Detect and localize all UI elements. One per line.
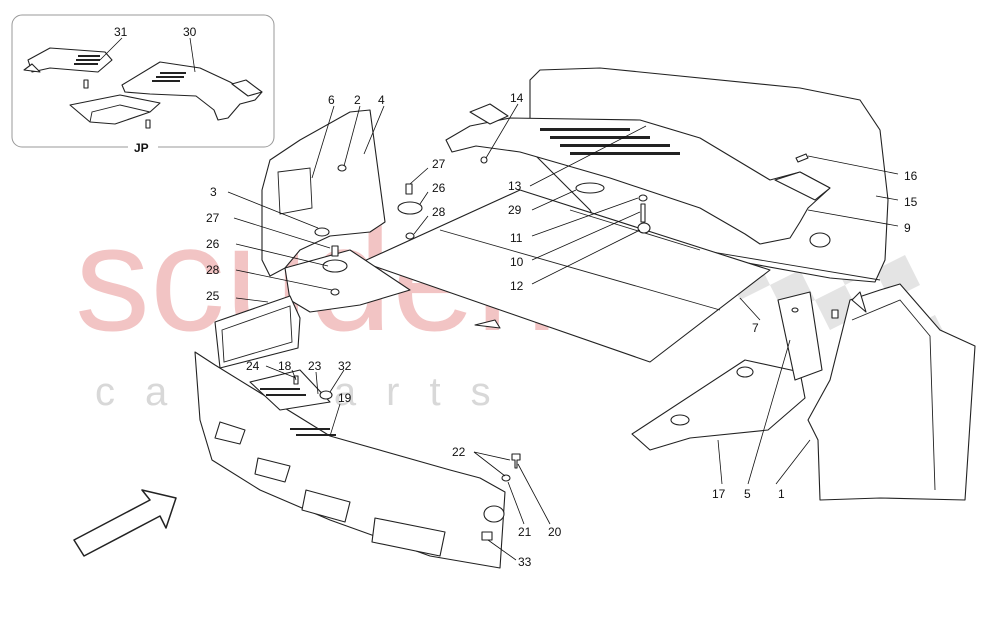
callout-27-left: 27 [206,211,220,225]
callout-20: 20 [548,525,562,539]
callout-21: 21 [518,525,532,539]
callout-27-right: 27 [432,157,446,171]
washer-28-mid [330,288,340,296]
part-6-left-trim [261,109,386,277]
callout-29: 29 [508,203,522,217]
fastener-33 [481,531,493,541]
part-25-vent [214,295,301,369]
callout-1: 1 [778,487,785,501]
callout-11: 11 [510,231,523,245]
callout-14: 14 [510,91,524,105]
callout-7: 7 [752,321,759,335]
leader-lines [227,103,899,561]
callout-23: 23 [308,359,322,373]
callout-9: 9 [904,221,911,235]
callout-33: 33 [518,555,532,569]
callout-5: 5 [744,487,751,501]
grommet-12 [637,222,651,234]
callout-28-right: 28 [432,205,446,219]
part-7-floor-mat [361,189,771,363]
shelf-grille [540,128,680,155]
washer-26-top [397,201,423,215]
pin-10 [640,203,646,223]
callout-16: 16 [904,169,918,183]
callout-28-left: 28 [206,263,220,277]
part-5-cover [777,291,823,381]
callout-31: 31 [114,25,128,39]
washer-21 [501,474,511,482]
screw-22 [511,453,521,469]
callout-4: 4 [378,93,385,107]
callout-24: 24 [246,359,260,373]
clip-29 [575,182,605,194]
callout-labels: 1 2 3 4 5 6 7 9 10 11 12 13 14 15 16 17 … [206,91,918,569]
inset-jp: JP 31 30 [11,14,275,155]
screw-14 [480,156,488,164]
callout-19: 19 [338,391,352,405]
cap-32 [319,390,333,400]
screw-16 [795,153,809,163]
callout-12: 12 [510,279,524,293]
callout-2: 2 [354,93,361,107]
callout-25: 25 [206,289,220,303]
callout-26-right: 26 [432,181,446,195]
direction-arrow [73,489,177,557]
callout-13: 13 [508,179,522,193]
part-17-side-cover [631,359,806,451]
callout-15: 15 [904,195,918,209]
washer-11 [638,194,648,202]
callout-6: 6 [328,93,335,107]
washer-26-mid [322,259,348,273]
callout-17: 17 [712,487,726,501]
callout-3: 3 [210,185,217,199]
callout-30: 30 [183,25,197,39]
callout-32: 32 [338,359,352,373]
callout-26-left: 26 [206,237,220,251]
inset-jp-label: JP [134,141,149,155]
callout-22: 22 [452,445,466,459]
callout-10: 10 [510,255,524,269]
washer-28-top [405,232,415,240]
screw-27-top [405,183,413,195]
screw-right-trim [831,309,839,319]
part-9-parcel-shelf [445,117,831,245]
callout-18: 18 [278,359,292,373]
screw-27-mid [331,245,339,257]
